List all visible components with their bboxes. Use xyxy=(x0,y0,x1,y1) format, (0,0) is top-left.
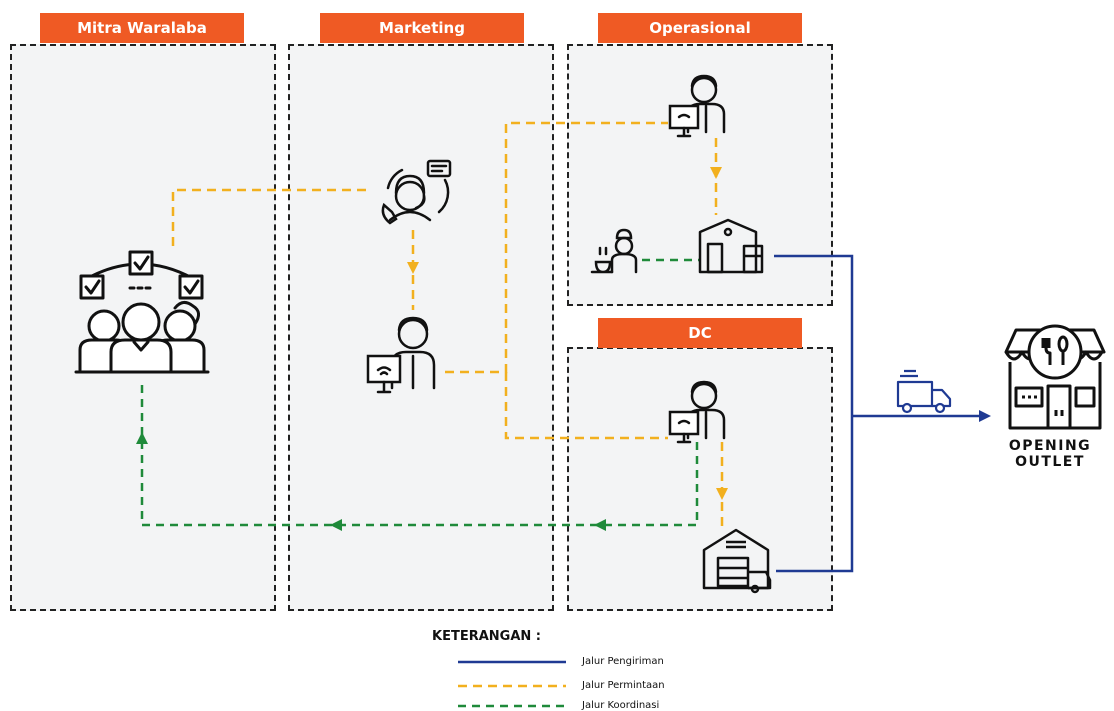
delivery-arrowhead xyxy=(979,410,991,422)
legend-label-koordinasi: Jalur Koordinasi xyxy=(582,700,660,711)
arrowhead-coord-marketing xyxy=(330,519,342,531)
legend-lines xyxy=(458,660,566,708)
request-line-marketing-to-ops xyxy=(445,121,668,374)
franchise-partners-icon xyxy=(74,250,210,374)
coordination-line-dc-to-mitra xyxy=(140,385,699,527)
outlet-label-line1: OPENING xyxy=(1008,438,1092,454)
staff-computer-icon-marketing xyxy=(366,316,436,394)
legend-label-pengiriman: Jalur Pengiriman xyxy=(582,656,664,667)
lane-marketing xyxy=(288,44,554,611)
lane-title-dc: DC xyxy=(598,318,802,348)
legend-label-permintaan: Jalur Permintaan xyxy=(582,680,665,691)
shop-outlet-icon xyxy=(1004,324,1106,430)
chef-icon xyxy=(590,228,638,274)
coordination-lines xyxy=(140,258,700,527)
arrowhead-coord-mitra xyxy=(136,432,148,444)
lane-title-operasional: Operasional xyxy=(598,13,802,43)
arrowhead-dc-staff xyxy=(716,488,728,500)
arrowhead-ops-staff xyxy=(710,167,722,179)
store-building-icon xyxy=(698,218,764,274)
lane-dc xyxy=(567,347,833,611)
lane-title-mitra: Mitra Waralaba xyxy=(40,13,244,43)
lane-title-marketing: Marketing xyxy=(320,13,524,43)
outlet-label: OPENING OUTLET xyxy=(990,438,1110,470)
arrowhead-coord-dc xyxy=(594,519,606,531)
customer-service-icon xyxy=(381,159,452,225)
staff-computer-icon-dc xyxy=(668,380,726,444)
warehouse-icon xyxy=(702,528,772,594)
request-line-mitra-to-call xyxy=(171,188,370,246)
delivery-lines xyxy=(774,254,980,573)
delivery-truck-icon xyxy=(896,369,952,414)
arrowhead-call-to-marketing xyxy=(407,262,419,274)
coordination-arrowheads xyxy=(136,432,606,531)
legend-title: KETERANGAN : xyxy=(432,629,541,644)
request-arrowheads xyxy=(407,167,728,500)
outlet-label-line2: OUTLET xyxy=(1015,454,1085,470)
staff-computer-icon-ops xyxy=(668,74,726,138)
delivery-line-store xyxy=(774,254,854,573)
request-line-marketing-to-dc xyxy=(504,372,668,440)
